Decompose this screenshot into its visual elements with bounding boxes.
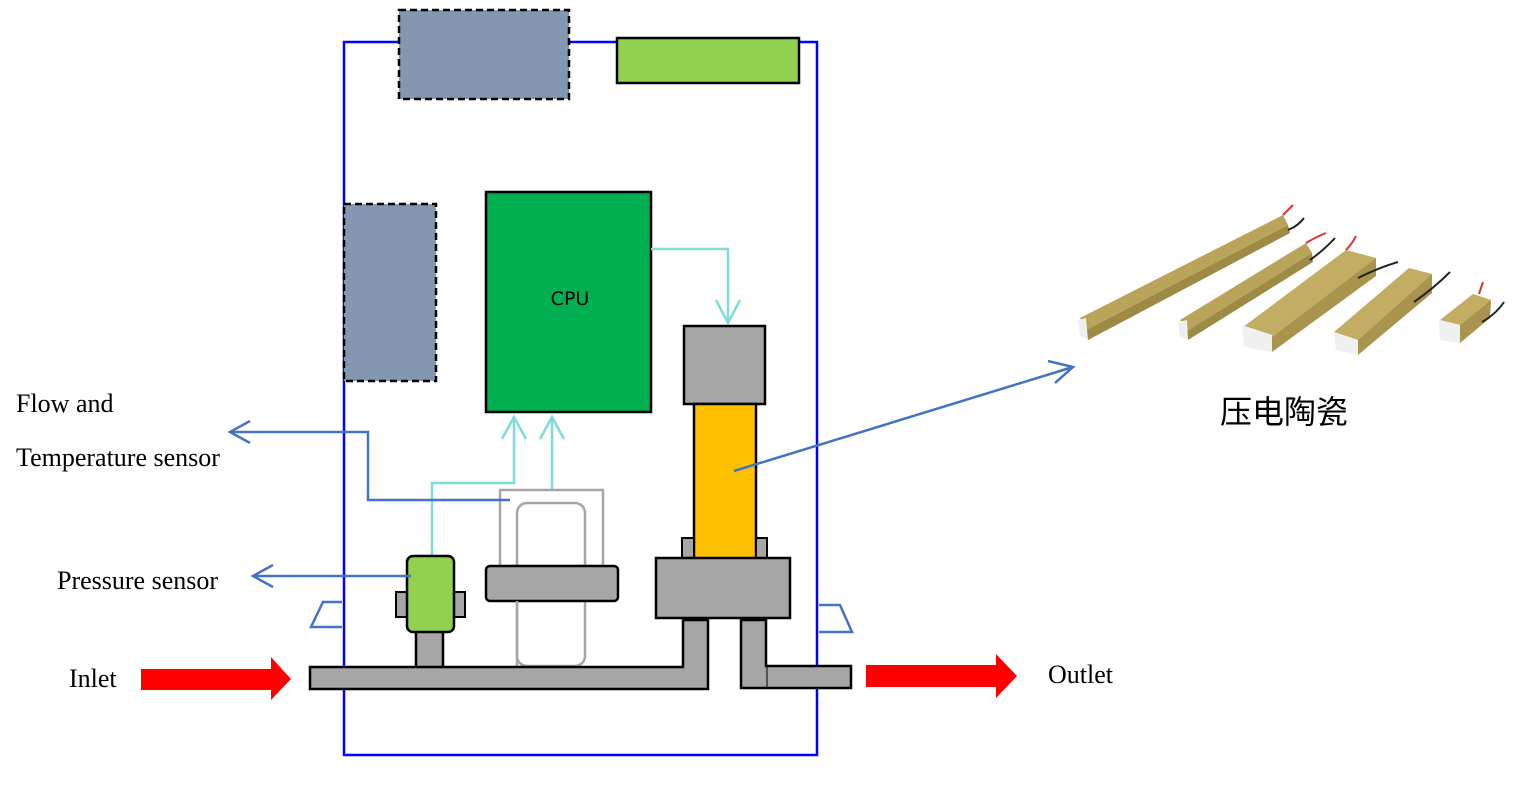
valve-body <box>654 556 792 620</box>
piezo-ceramic-label: 压电陶瓷 <box>1220 393 1348 431</box>
piezo-bar-3 <box>1242 235 1399 352</box>
actuator-head <box>682 324 767 406</box>
piezo-callout <box>733 365 1074 473</box>
flow-sensor-label-line1: Flow and <box>16 389 114 418</box>
signal-arrowhead-up-2 <box>538 414 566 440</box>
outlet-label: Outlet <box>1048 660 1114 689</box>
left-module <box>342 202 438 383</box>
piezo-photo <box>1078 204 1505 355</box>
cpu-to-actuator-signal <box>651 247 730 323</box>
inlet-fitting <box>309 600 342 629</box>
flow-channel-inlet <box>308 618 710 691</box>
callout-arrowhead-piezo <box>1047 359 1076 384</box>
inlet-arrow <box>141 657 291 700</box>
piezo-bar-4 <box>1334 268 1451 355</box>
callout-arrowhead-flow <box>227 419 251 445</box>
piezo-bar-1 <box>1078 204 1305 340</box>
pressure-to-cpu-signal <box>430 417 516 556</box>
piezo-stack <box>692 402 758 562</box>
enclosure-outline <box>342 40 819 757</box>
outlet-fitting <box>819 603 854 634</box>
signal-arrowhead-up-1 <box>500 414 528 440</box>
top-module <box>397 8 571 101</box>
pressure-sensor-label: Pressure sensor <box>57 566 218 595</box>
pressure-sensor <box>405 554 456 634</box>
flow-channel-outlet <box>739 618 853 690</box>
flow-sensor-frame <box>498 488 605 568</box>
display-panel <box>615 36 801 85</box>
cpu-label: CPU <box>551 288 590 310</box>
flow-sensor-callout <box>230 430 510 502</box>
piezo-bar-2 <box>1178 232 1336 340</box>
flow-sensor-label-line2: Temperature sensor <box>16 443 220 472</box>
callout-arrowhead-pressure <box>250 563 274 589</box>
cpu-block <box>484 190 653 414</box>
pressure-sensor-stem <box>414 628 445 670</box>
piezo-bar-5 <box>1439 281 1505 343</box>
inlet-label: Inlet <box>69 664 117 693</box>
piezo-mount-left <box>681 537 695 561</box>
signal-arrowhead-down <box>714 299 742 326</box>
flow-sensor-base <box>484 564 620 603</box>
piezo-mount-right <box>755 537 768 561</box>
outlet-arrow <box>866 654 1017 698</box>
